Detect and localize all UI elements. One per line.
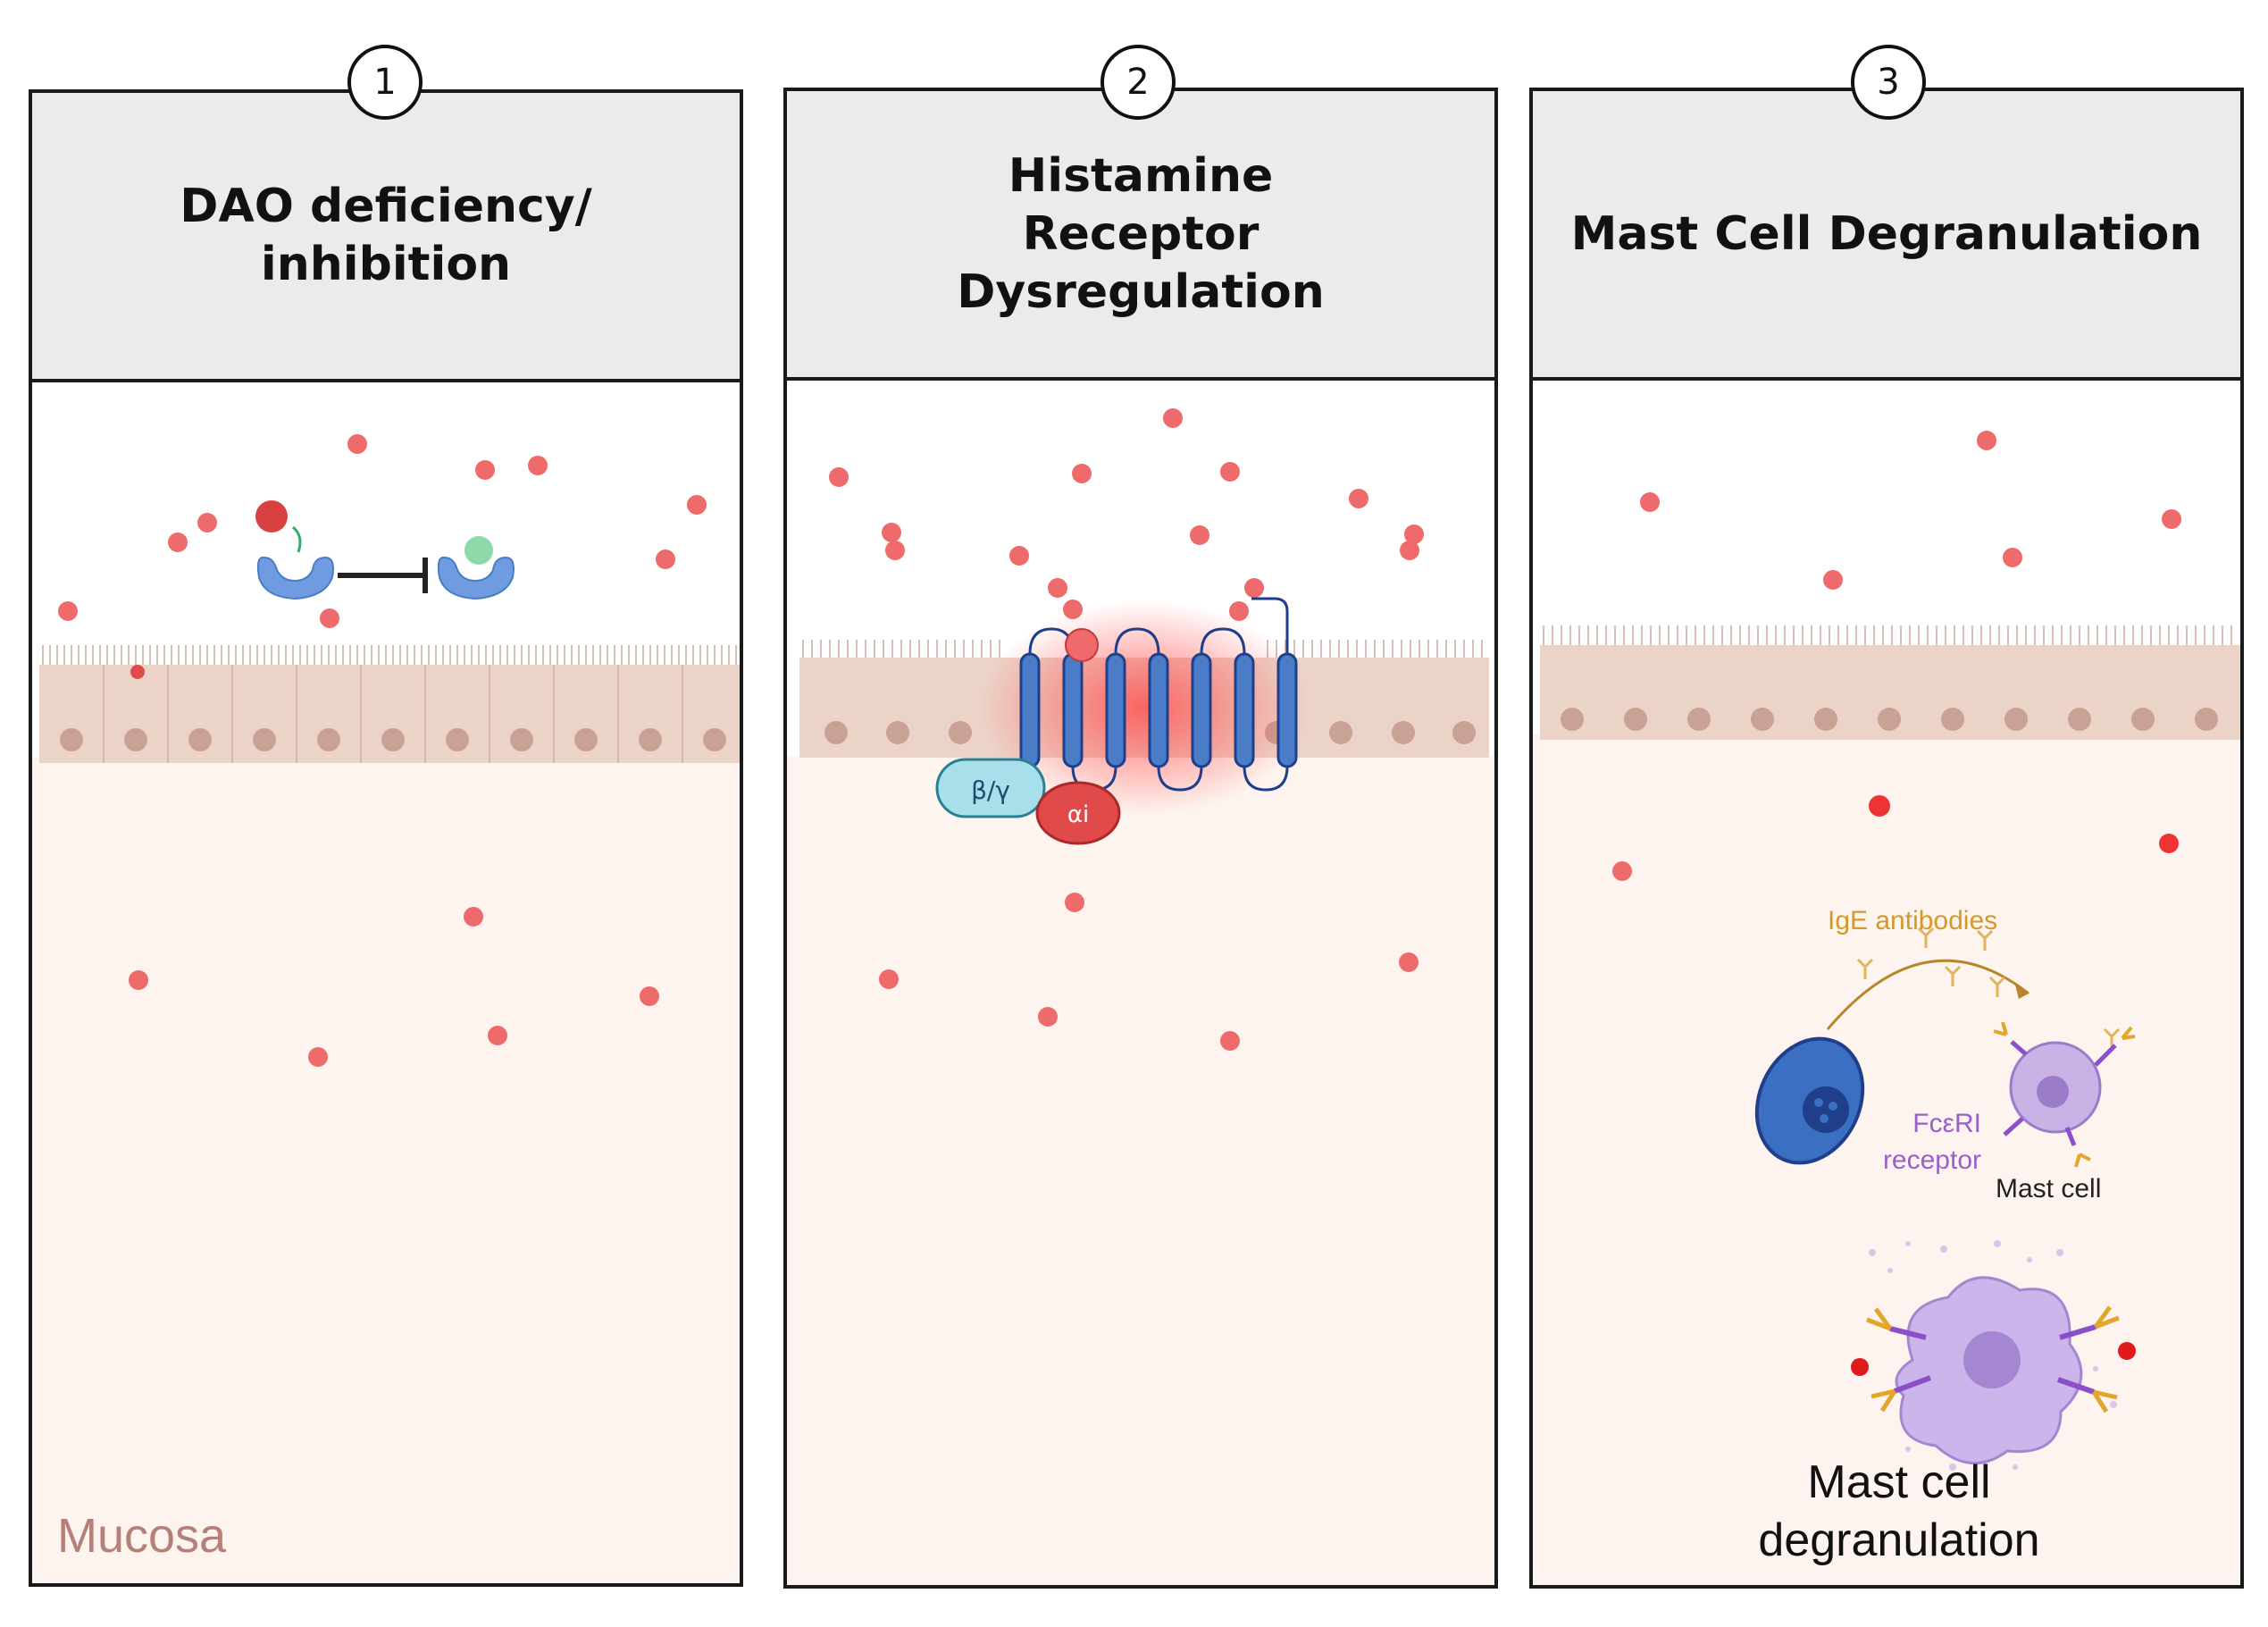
ige-antibodies-label: IgE antibodies (1828, 906, 1998, 935)
mucosa-label: Mucosa (57, 1509, 227, 1563)
epithelium-layer (1540, 625, 2240, 740)
ige-antibody-icons (1856, 927, 2121, 1049)
histamine-molecules (829, 408, 1424, 1051)
panel-histamine-receptor: Histamine Receptor Dysregulation (783, 88, 1498, 1589)
histamine-molecules (1612, 431, 2181, 881)
g-protein-bg-label: β/γ (971, 776, 1010, 805)
panel-dao-deficiency: DAO deficiency/ inhibition (29, 89, 743, 1587)
degranulation-label: Mast cell degranulation (1758, 1456, 2040, 1566)
gpcr-receptor-icon (979, 597, 1310, 815)
panel-number-badge: 1 (347, 45, 423, 120)
panel-number-badge: 2 (1101, 45, 1176, 120)
panel-title: Histamine Receptor Dysregulation (957, 148, 1325, 319)
ige-arrow (1826, 959, 2029, 1030)
panel-title: Mast Cell Degranulation (1570, 206, 2203, 261)
panel-1-illustration (39, 434, 740, 1067)
panel-header: Histamine Receptor Dysregulation (787, 91, 1494, 381)
panel-header: DAO deficiency/ inhibition (32, 93, 740, 382)
panel-mast-cell: Mast Cell Degranulation (1529, 88, 2244, 1589)
dao-enzyme-icon (255, 500, 515, 600)
degranulating-mast-cell-icon (1851, 1240, 2136, 1471)
panel-header: Mast Cell Degranulation (1533, 91, 2240, 381)
g-protein-icon: β/γ αi (935, 758, 1121, 845)
panel-2-illustration: β/γ αi (799, 408, 1489, 1051)
fc-receptor-label: FcεRI receptor (1882, 1109, 1981, 1175)
mast-cell-label: Mast cell (1996, 1174, 2102, 1203)
mast-cell-icon (1993, 1021, 2136, 1168)
histamine-molecules (58, 434, 707, 1067)
panel-number-badge: 3 (1851, 45, 1926, 120)
epithelium-layer (39, 645, 740, 763)
panel-title: DAO deficiency/ inhibition (180, 180, 592, 291)
plasma-cell-icon (1754, 1036, 1865, 1165)
g-protein-alpha-label: αi (1067, 801, 1089, 828)
panel-3-illustration (1540, 431, 2240, 1471)
